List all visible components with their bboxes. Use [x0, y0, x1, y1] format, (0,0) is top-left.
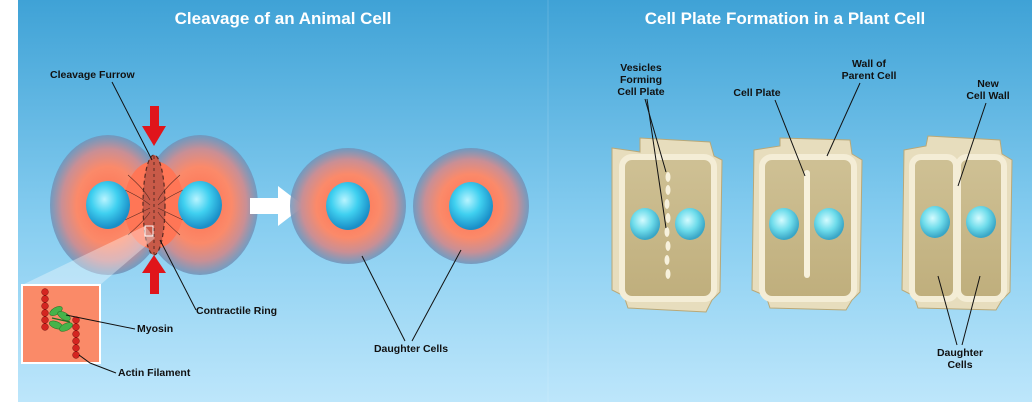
label-daughter-cells-animal: Daughter Cells — [374, 343, 448, 355]
pointer-myosin — [65, 314, 136, 330]
label-new-wall-line2: Cell Wall — [966, 90, 1009, 102]
label-daughter-line2: Cells — [947, 359, 972, 371]
daughter-animal-cell-2 — [413, 148, 529, 264]
plant-cell-new-wall — [901, 135, 1013, 311]
actin-filament-upper — [41, 288, 49, 331]
label-contractile-ring: Contractile Ring — [196, 305, 277, 317]
vesicles — [664, 172, 671, 279]
pointer-actin-filament — [78, 354, 117, 374]
pointer-vesicles-2 — [646, 98, 667, 229]
label-vesicles-line1: Vesicles — [620, 62, 662, 74]
zoom-beam — [22, 226, 155, 285]
myosin-heads — [49, 306, 73, 332]
label-cleavage-furrow: Cleavage Furrow — [50, 69, 135, 81]
cell-plate — [804, 170, 810, 278]
label-cell-plate: Cell Plate — [733, 87, 780, 99]
label-wall-parent-line1: Wall of — [852, 58, 887, 70]
arrow-right-icon — [250, 186, 304, 226]
plant-cell-vesicles — [611, 137, 723, 313]
zoom-source-box — [144, 225, 154, 237]
arrow-up-icon — [142, 255, 166, 294]
pointer-contractile-ring — [159, 239, 197, 311]
pointer-daughter-plant-1 — [937, 275, 958, 346]
arrow-down-icon — [142, 106, 166, 146]
spindle-fibers — [124, 174, 184, 236]
zoom-inset — [21, 284, 101, 364]
pointer-cleavage-furrow — [111, 81, 153, 161]
nucleus-left — [86, 181, 130, 229]
pointer-cell-plate — [774, 99, 806, 177]
label-new-wall-line1: New — [977, 78, 999, 90]
actin-filament-lower — [72, 316, 80, 359]
right-panel-title: Cell Plate Formation in a Plant Cell — [645, 9, 926, 28]
daughter-animal-cell-1 — [290, 148, 406, 264]
label-vesicles-line3: Cell Plate — [617, 86, 664, 98]
label-wall-parent-line2: Parent Cell — [842, 70, 897, 82]
nucleus-right — [178, 181, 222, 229]
label-daughter-line1: Daughter — [937, 347, 983, 359]
left-panel-title: Cleavage of an Animal Cell — [175, 9, 392, 28]
pointer-wall-parent — [826, 82, 861, 157]
pointer-daughter-cells-animal-1 — [361, 255, 406, 342]
label-actin-filament: Actin Filament — [118, 367, 191, 379]
pointer-daughter-cells-animal-2 — [411, 249, 462, 342]
dividing-animal-cell — [50, 135, 258, 275]
pointer-new-wall — [957, 102, 987, 187]
plant-cell-cell-plate — [751, 137, 863, 311]
label-vesicles-line2: Forming — [620, 74, 662, 86]
label-myosin: Myosin — [137, 323, 173, 335]
pointer-daughter-plant-2 — [961, 275, 981, 346]
